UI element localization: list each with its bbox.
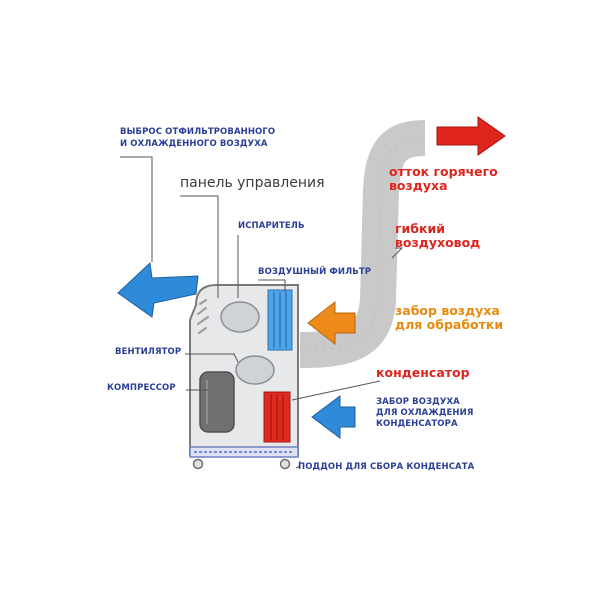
hot-air-arrow bbox=[436, 116, 506, 156]
condenser-fins bbox=[270, 394, 284, 440]
flexible-duct bbox=[299, 120, 426, 368]
control-panel-label: панель управления bbox=[180, 175, 325, 191]
drain-tray-label: ПОДДОН ДЛЯ СБОРА КОНДЕНСАТА bbox=[298, 462, 475, 472]
evaporator-label: ИСПАРИТЕЛЬ bbox=[238, 221, 305, 231]
compressor-label: КОМПРЕССОР bbox=[107, 383, 176, 393]
evaporator-fins bbox=[273, 292, 287, 348]
flex-duct-label: гибкий bbox=[395, 221, 446, 236]
intake-arrow bbox=[307, 300, 356, 346]
filtered-air-out-label: ВЫБРОС ОТФИЛЬТРОВАННОГО bbox=[120, 127, 276, 137]
air-filter-label: ВОЗДУШНЫЙ ФИЛЬТР bbox=[258, 267, 372, 277]
wheel-left bbox=[192, 458, 204, 470]
leader-lines bbox=[120, 156, 404, 469]
front-grille bbox=[197, 299, 209, 334]
condenser-label: конденсатор bbox=[376, 365, 470, 380]
condenser-intake-label: ЗАБОР ВОЗДУХА bbox=[376, 397, 460, 407]
lower-fan bbox=[235, 355, 275, 385]
compressor bbox=[199, 371, 235, 433]
filtered-air-out-label-2: И ОХЛАЖДЕННОГО ВОЗДУХА bbox=[120, 139, 268, 149]
hot-air-out-label-2: воздуха bbox=[389, 178, 448, 193]
wheel-right bbox=[279, 458, 291, 470]
fan-label: ВЕНТИЛЯТОР bbox=[115, 347, 182, 357]
condenser-intake-label-2: ДЛЯ ОХЛАЖДЕНИЯ bbox=[376, 408, 474, 418]
air-intake-label-2: для обработки bbox=[395, 317, 504, 332]
hot-air-out-label: отток горячего bbox=[389, 164, 498, 179]
upper-fan bbox=[220, 301, 260, 333]
outflow-arrow bbox=[117, 261, 199, 318]
air-intake-label: забор воздуха bbox=[395, 303, 500, 318]
condenser-intake-arrow bbox=[311, 395, 356, 439]
condenser-intake-label-3: КОНДЕНСАТОРА bbox=[376, 419, 458, 429]
flex-duct-label-2: воздуховод bbox=[395, 235, 481, 250]
